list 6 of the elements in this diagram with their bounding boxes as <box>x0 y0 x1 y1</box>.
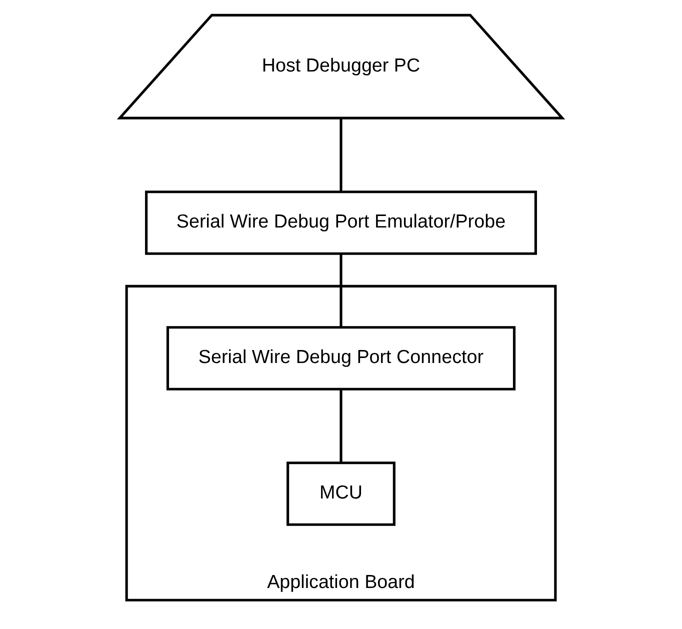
connector <box>340 389 342 463</box>
node-box: MCU <box>286 462 396 526</box>
node-box: Serial Wire Debug Port Emulator/Probe <box>145 190 537 255</box>
node-box: Serial Wire Debug Port Connector <box>166 326 516 390</box>
connector <box>340 118 342 192</box>
connector <box>340 254 342 328</box>
